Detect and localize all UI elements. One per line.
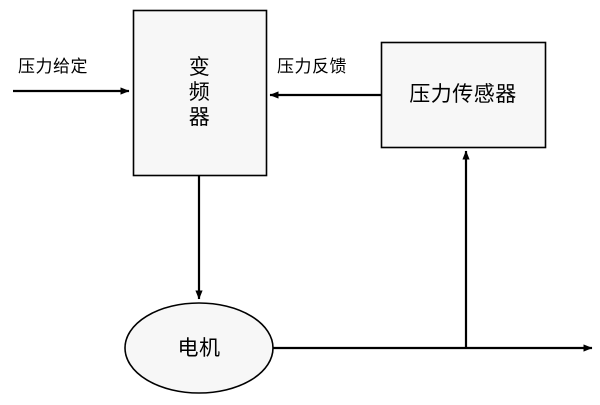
node-sensor-box — [380, 41, 547, 149]
node-motor-ellipse — [124, 302, 274, 394]
node-vfd-box — [132, 9, 268, 177]
edge-label-pressure-setpoint: 压力给定 — [18, 57, 88, 77]
edge-label-pressure-feedback: 压力反馈 — [277, 57, 347, 77]
